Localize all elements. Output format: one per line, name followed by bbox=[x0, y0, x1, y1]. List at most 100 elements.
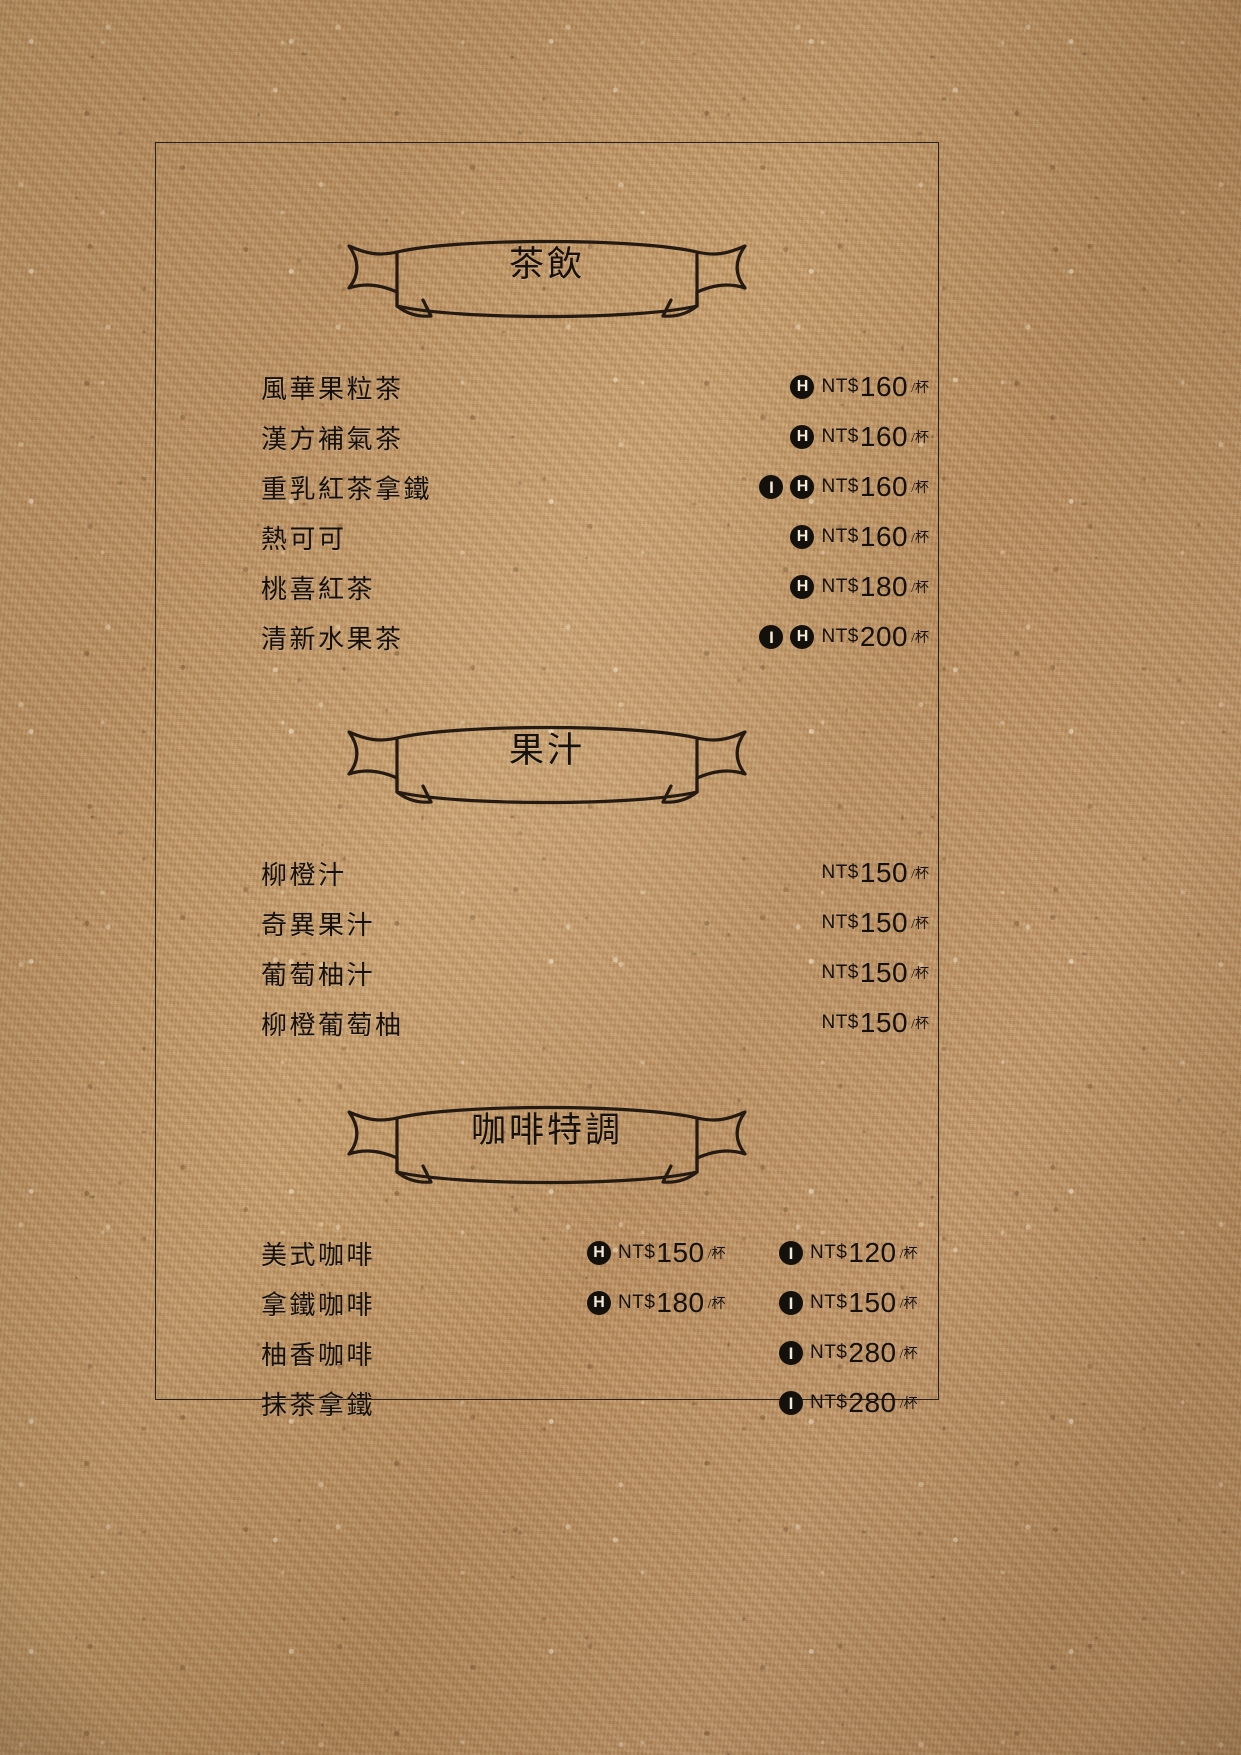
price-cell: NT$150/杯 bbox=[821, 1007, 929, 1039]
temperature-badge-iced-icon: I bbox=[779, 1341, 803, 1365]
section-title-3: 咖啡特調 bbox=[470, 1110, 623, 1150]
price-amount: 150 bbox=[859, 907, 909, 938]
price-unit: /杯 bbox=[899, 1297, 918, 1312]
menu-item-name: 葡萄柚汁 bbox=[261, 960, 376, 990]
price-currency: NT$ bbox=[618, 1242, 656, 1263]
menu-item-name: 抹茶拿鐵 bbox=[261, 1390, 376, 1420]
menu-item-name: 清新水果茶 bbox=[261, 624, 404, 654]
temperature-badge-iced-icon: I bbox=[759, 475, 784, 499]
price-currency: NT$ bbox=[821, 376, 859, 397]
price-amount: 280 bbox=[848, 1337, 897, 1368]
price-amount: 160 bbox=[859, 371, 909, 402]
temperature-badge-hot-icon: H bbox=[790, 475, 815, 499]
temperature-badge-hot-icon: H bbox=[790, 375, 815, 399]
price-amount: 160 bbox=[859, 471, 909, 502]
section-banner-2: 果汁 bbox=[327, 714, 767, 810]
price-unit: /杯 bbox=[911, 481, 929, 496]
price-unit: /杯 bbox=[899, 1347, 918, 1362]
temperature-badge-hot-icon: H bbox=[790, 425, 815, 449]
temperature-badge-hot-icon: H bbox=[790, 525, 815, 549]
section-banner-3: 咖啡特調 bbox=[327, 1094, 767, 1190]
price-amount: 150 bbox=[859, 957, 909, 988]
price-group: NT$150/杯 bbox=[821, 1007, 929, 1039]
price-amount: 150 bbox=[859, 857, 909, 888]
price-currency: NT$ bbox=[618, 1292, 656, 1313]
menu-item-name: 熱可可 bbox=[261, 524, 347, 554]
price-currency: NT$ bbox=[821, 962, 859, 983]
price-cell: H NT$160/杯 bbox=[790, 371, 929, 403]
menu-item-name: 柳橙葡萄柚 bbox=[261, 1010, 404, 1040]
menu-border-frame bbox=[155, 142, 939, 1400]
price-cell: H NT$180/杯 bbox=[587, 1287, 759, 1319]
temperature-badge-hot-icon: H bbox=[790, 625, 815, 649]
price-currency: NT$ bbox=[821, 576, 859, 597]
temperature-badge-hot-icon: H bbox=[790, 575, 815, 599]
menu-item-name: 拿鐵咖啡 bbox=[261, 1290, 376, 1320]
temperature-badge-hot-icon: H bbox=[587, 1291, 611, 1315]
price-currency: NT$ bbox=[821, 526, 859, 547]
price-unit: /杯 bbox=[899, 1397, 918, 1412]
price-unit: /杯 bbox=[899, 1247, 918, 1262]
price-currency: NT$ bbox=[821, 626, 859, 647]
temperature-badge-iced-icon: I bbox=[779, 1291, 803, 1315]
price-amount: 160 bbox=[859, 421, 909, 452]
price-amount: 150 bbox=[859, 1007, 909, 1038]
price-unit: /杯 bbox=[911, 967, 929, 982]
price-currency: NT$ bbox=[821, 912, 859, 933]
price-unit: /杯 bbox=[911, 1017, 929, 1032]
price-unit: /杯 bbox=[911, 917, 929, 932]
price-unit: /杯 bbox=[911, 867, 929, 882]
price-group: NT$150/杯 bbox=[821, 957, 929, 989]
price-amount: 200 bbox=[859, 621, 909, 652]
section-title-2: 果汁 bbox=[508, 730, 585, 770]
menu-item-name: 風華果粒茶 bbox=[261, 374, 404, 404]
price-amount: 150 bbox=[848, 1287, 897, 1318]
price-unit: /杯 bbox=[707, 1247, 726, 1262]
menu-item-row[interactable]: 柳橙葡萄柚 NT$150/杯 bbox=[261, 998, 929, 1048]
price-amount: 180 bbox=[859, 571, 909, 602]
price-group: NT$150/杯 bbox=[821, 857, 929, 889]
price-unit: /杯 bbox=[911, 631, 929, 646]
price-cell: NT$150/杯 bbox=[821, 857, 929, 889]
price-unit: /杯 bbox=[707, 1297, 726, 1312]
price-currency: NT$ bbox=[821, 1012, 859, 1033]
price-unit: /杯 bbox=[911, 431, 929, 446]
menu-item-name: 漢方補氣茶 bbox=[261, 424, 404, 454]
menu-item-row[interactable]: 風華果粒茶 H NT$160/杯 bbox=[261, 362, 929, 412]
price-amount: 180 bbox=[656, 1287, 705, 1318]
price-unit: /杯 bbox=[911, 381, 929, 396]
price-currency: NT$ bbox=[810, 1242, 848, 1263]
price-cell: NT$150/杯 bbox=[821, 907, 929, 939]
price-amount: 160 bbox=[859, 521, 909, 552]
menu-item-row[interactable]: 葡萄柚汁 NT$150/杯 bbox=[261, 948, 929, 998]
temperature-badge-hot-icon: H bbox=[587, 1241, 611, 1265]
price-group: H NT$160/杯 bbox=[790, 371, 929, 403]
menu-item-name: 美式咖啡 bbox=[261, 1240, 376, 1270]
temperature-badge-iced-icon: I bbox=[779, 1241, 803, 1265]
